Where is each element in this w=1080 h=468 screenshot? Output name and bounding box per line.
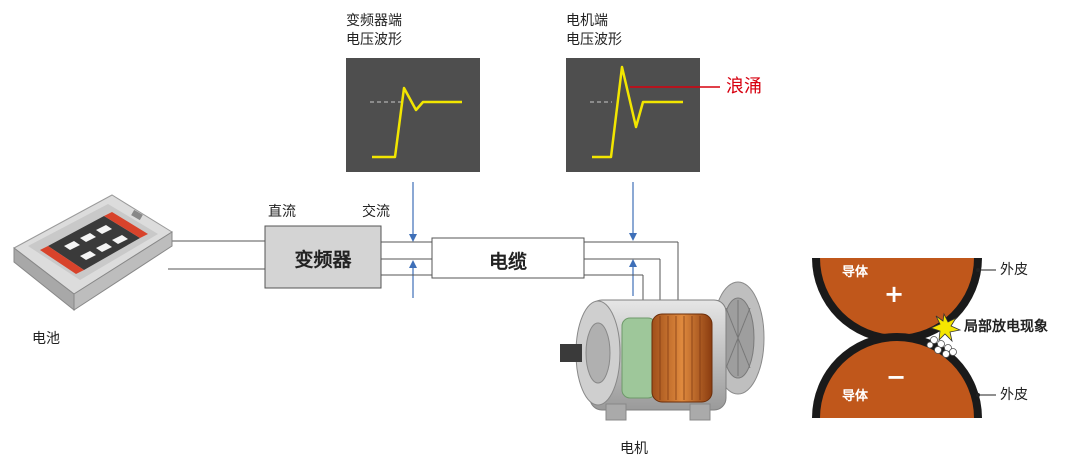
inverter-voltage-trace <box>372 86 462 159</box>
sheath-label-bottom: 外皮 <box>1000 387 1028 403</box>
inverter-label: 变频器 <box>294 249 352 271</box>
inverter-waveform-title: 变频器端 电压波形 <box>346 13 402 48</box>
discharge-bubbles <box>926 336 957 358</box>
motor-voltage-trace <box>592 65 683 159</box>
bottom-conductor-core <box>820 341 974 418</box>
inverter-block <box>264 225 382 289</box>
motor-image <box>560 281 765 421</box>
minus-sign: − <box>886 363 907 391</box>
cable-label: 电缆 <box>488 251 527 273</box>
top-conductor-label: 导体 <box>842 265 869 280</box>
surge-label: 浪涌 <box>726 76 762 97</box>
inverter-waveform-panel <box>346 58 480 172</box>
plus-sign: + <box>884 280 905 308</box>
motor-waveform-panel <box>566 58 720 172</box>
spark-icon <box>929 312 962 343</box>
motor-label: 电机 <box>620 441 648 457</box>
wiring <box>168 240 679 300</box>
top-conductor-core <box>820 258 974 335</box>
bottom-conductor-label: 导体 <box>842 389 869 404</box>
cable-block <box>431 237 585 279</box>
partial-discharge-diagram <box>812 258 996 418</box>
partial-discharge-label: 局部放电现象 <box>964 319 1048 335</box>
dc-label: 直流 <box>268 204 296 220</box>
battery-label: 电池 <box>32 331 60 347</box>
current-arrows <box>409 182 637 298</box>
sheath-label-top: 外皮 <box>1000 262 1028 278</box>
motor-shaft <box>560 344 582 362</box>
battery-pack-image <box>13 194 173 312</box>
motor-waveform-title: 电机端 电压波形 <box>566 13 622 48</box>
ac-label: 交流 <box>362 204 390 220</box>
